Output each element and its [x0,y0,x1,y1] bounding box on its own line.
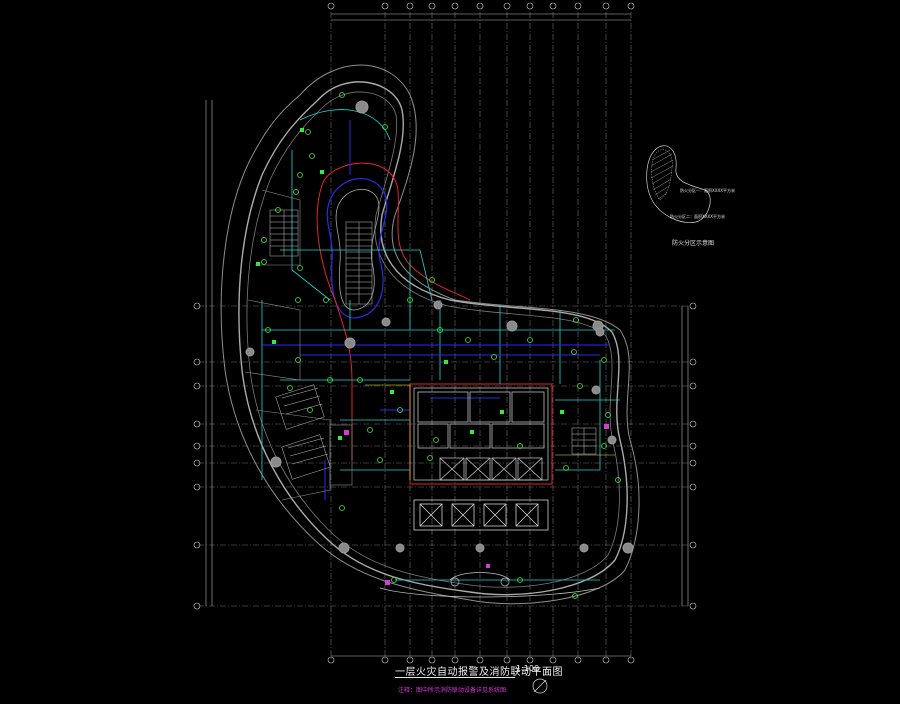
north-arrow-icon [532,678,548,694]
red-wiring-core [409,383,553,485]
building-outer-wall [238,81,628,596]
top-grid-bubbles [327,2,635,664]
side-dimension-chain [205,100,689,606]
key-plan-note-1: 防火分区一：面积XXXX平方米 [680,188,735,193]
atrium-void-inner [335,188,380,311]
left-wall-offices [244,189,353,501]
drawing-title-underline [395,677,515,678]
drawing-title: 一层火灾自动报警及消防联动平面图 [395,667,563,678]
key-plan-label: 防火分区示意图 [672,240,715,247]
elevator-bank-lower [413,499,549,531]
atrium-void-outline [326,178,388,319]
red-wiring-loop [316,162,471,460]
drawing-note: 注释：图中所示消防联动设备详见系统图 [398,687,507,694]
drawing-scale: 1:100 [516,664,540,673]
structural-columns [245,100,634,554]
blue-wiring-network [262,120,610,500]
entrance-canopy [379,572,601,598]
side-grid-bubbles [193,302,697,610]
key-plan-diagram [646,145,711,223]
stair-left-middle [275,384,325,430]
green-detector-devices [261,92,621,599]
green-square-modules [256,128,564,440]
magenta-markers [344,424,609,585]
key-plan-note-2: 防火分区二：面积XXXX平方米 [670,214,725,219]
atrium-escalator [345,221,373,305]
vertical-grid-lines [330,12,632,660]
stair-right [571,427,597,455]
top-dimension-chain [331,13,631,657]
yellow-lines [365,384,615,480]
site-boundary-outline [220,64,640,605]
stair-left-lower [281,434,331,480]
stair-left-upper [269,209,299,257]
cyan-wiring-network [261,109,620,581]
elevator-bank-upper [439,457,543,481]
